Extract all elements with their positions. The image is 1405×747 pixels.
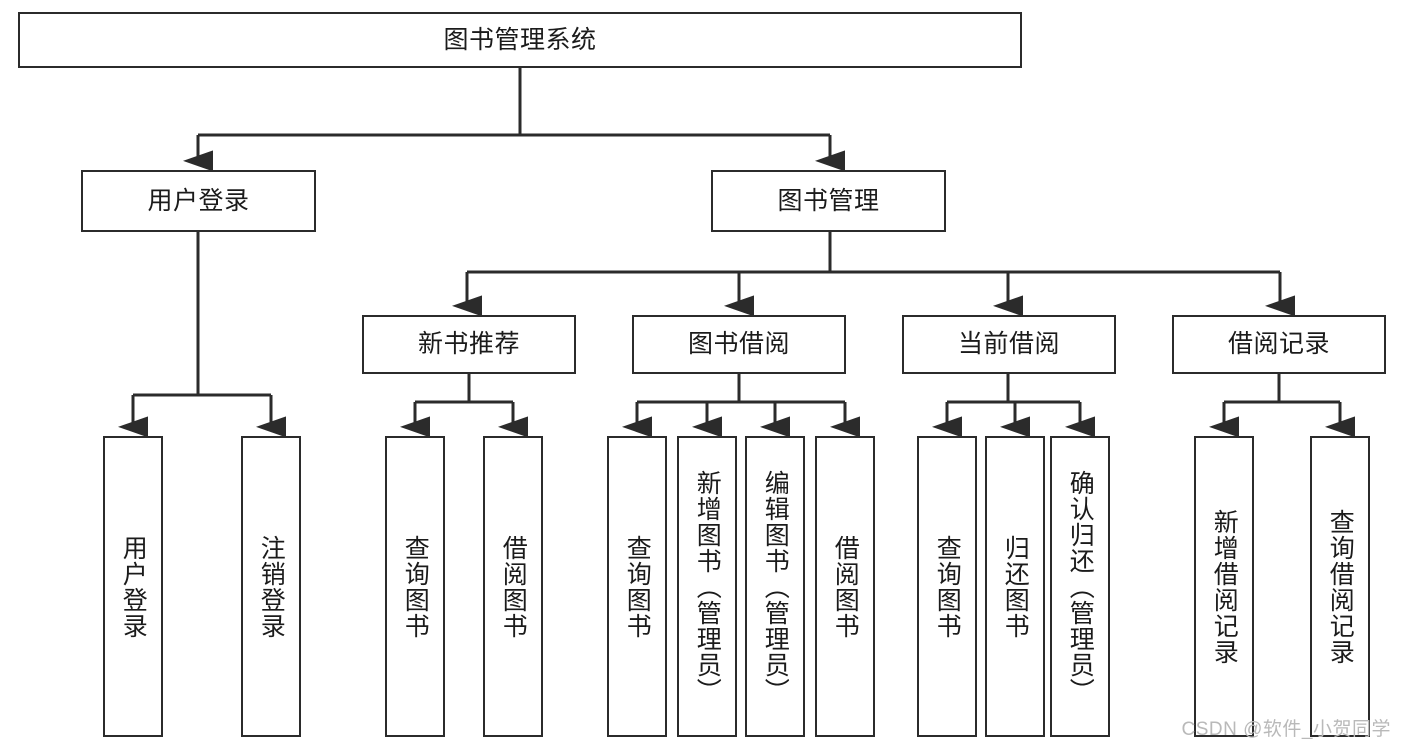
node-label: 新增图书（管理员） bbox=[693, 469, 722, 704]
node-label: 确认归还（管理员） bbox=[1066, 469, 1095, 704]
leaf-book-borrow-query-book[interactable]: 查询图书 bbox=[607, 436, 667, 737]
leaf-borrow-record-query-record[interactable]: 查询借阅记录 bbox=[1310, 436, 1370, 737]
leaf-user-login-logout[interactable]: 注销登录 bbox=[241, 436, 301, 737]
node-label: 查询图书 bbox=[623, 534, 652, 639]
node-label: 图书管理系统 bbox=[443, 25, 597, 54]
leaf-book-borrow-add-book-admin[interactable]: 新增图书（管理员） bbox=[677, 436, 737, 737]
node-label: 归还图书 bbox=[1001, 534, 1030, 639]
node-book-management[interactable]: 图书管理 bbox=[711, 170, 946, 232]
leaf-new-book-borrow-book[interactable]: 借阅图书 bbox=[483, 436, 543, 737]
node-label: 用户登录 bbox=[119, 534, 148, 639]
node-label: 查询借阅记录 bbox=[1326, 508, 1355, 665]
leaf-current-borrow-query-book[interactable]: 查询图书 bbox=[917, 436, 977, 737]
watermark-csdn: CSDN @软件_小贺同学 bbox=[1181, 719, 1391, 740]
node-new-book-recommend[interactable]: 新书推荐 bbox=[362, 315, 576, 374]
leaf-current-borrow-confirm-return-admin[interactable]: 确认归还（管理员） bbox=[1050, 436, 1110, 737]
leaf-new-book-query-book[interactable]: 查询图书 bbox=[385, 436, 445, 737]
node-label: 用户登录 bbox=[147, 186, 250, 215]
node-borrow-record[interactable]: 借阅记录 bbox=[1172, 315, 1386, 374]
leaf-user-login-login[interactable]: 用户登录 bbox=[103, 436, 163, 737]
node-label: 当前借阅 bbox=[957, 330, 1060, 359]
leaf-book-borrow-edit-book-admin[interactable]: 编辑图书（管理员） bbox=[745, 436, 805, 737]
node-label: 图书借阅 bbox=[687, 330, 790, 359]
node-label: 借阅图书 bbox=[499, 534, 528, 639]
node-label: 新书推荐 bbox=[417, 330, 520, 359]
leaf-borrow-record-add-record[interactable]: 新增借阅记录 bbox=[1194, 436, 1254, 737]
node-label: 图书管理 bbox=[777, 186, 880, 215]
node-label: 借阅图书 bbox=[831, 534, 860, 639]
node-user-login[interactable]: 用户登录 bbox=[81, 170, 316, 232]
node-label: 编辑图书（管理员） bbox=[761, 469, 790, 704]
node-label: 查询图书 bbox=[401, 534, 430, 639]
node-label: 借阅记录 bbox=[1227, 330, 1330, 359]
node-root-book-management-system[interactable]: 图书管理系统 bbox=[18, 12, 1022, 68]
leaf-current-borrow-return-book[interactable]: 归还图书 bbox=[985, 436, 1045, 737]
leaf-book-borrow-borrow-book[interactable]: 借阅图书 bbox=[815, 436, 875, 737]
node-label: 新增借阅记录 bbox=[1210, 508, 1239, 665]
node-label: 注销登录 bbox=[257, 534, 286, 639]
node-label: 查询图书 bbox=[933, 534, 962, 639]
node-book-borrow[interactable]: 图书借阅 bbox=[632, 315, 846, 374]
node-current-borrow[interactable]: 当前借阅 bbox=[902, 315, 1116, 374]
